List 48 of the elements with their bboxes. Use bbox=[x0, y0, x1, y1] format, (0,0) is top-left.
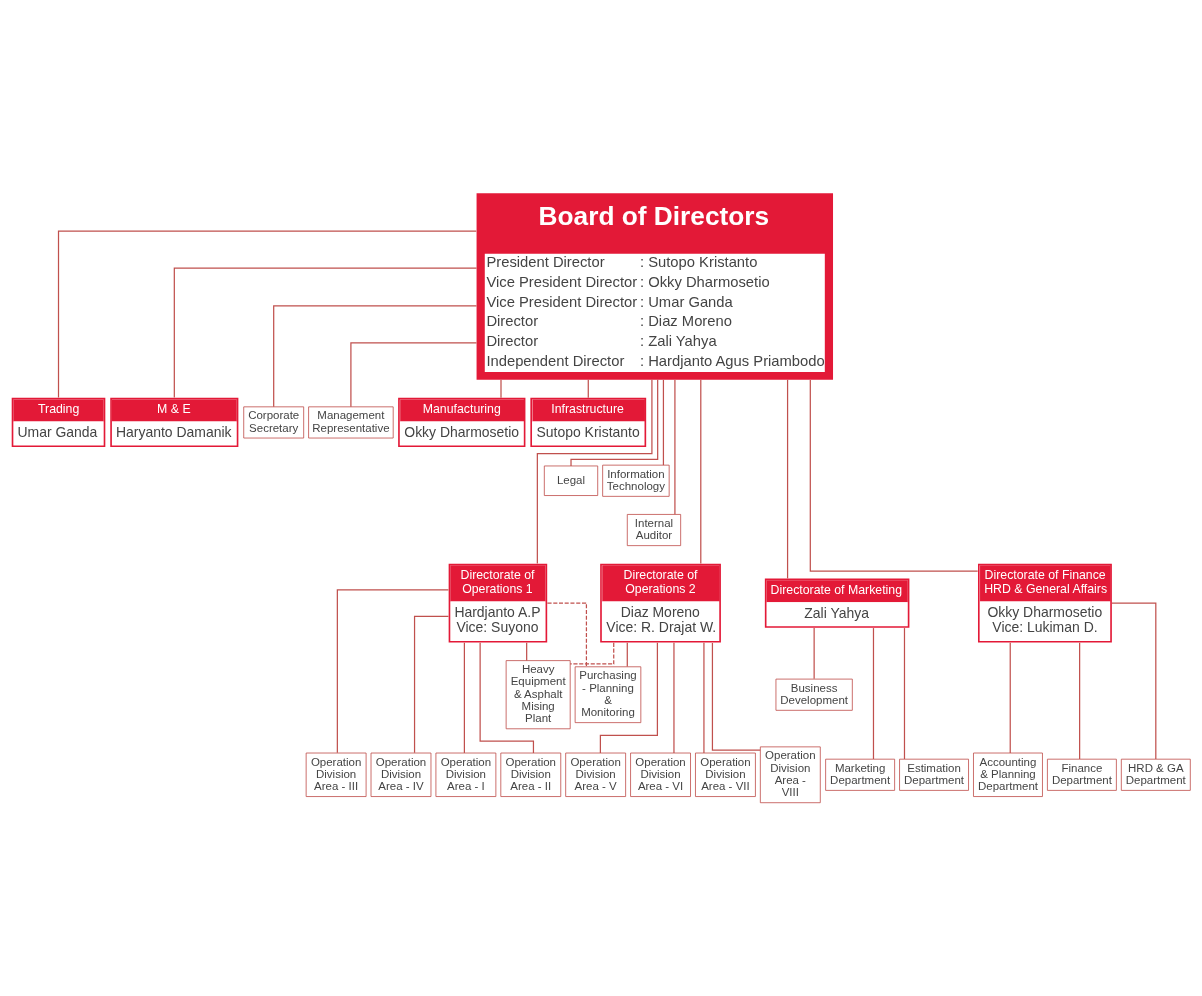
connector bbox=[674, 379, 676, 515]
connector bbox=[57, 230, 477, 399]
node-box: Legal bbox=[543, 465, 599, 496]
connector bbox=[500, 379, 502, 399]
connector bbox=[463, 642, 465, 754]
connector bbox=[273, 305, 478, 408]
node-box: Heavy Equipment & Asphalt Mising Plant bbox=[505, 660, 571, 730]
node-box: Internal Auditor bbox=[626, 514, 682, 547]
connector bbox=[809, 379, 979, 572]
node-box: Operation Division Area - III bbox=[305, 752, 367, 797]
connector bbox=[626, 642, 628, 668]
node-box: Corporate Secretary bbox=[243, 406, 305, 439]
connector bbox=[813, 627, 815, 680]
node-box: Marketing Department bbox=[825, 758, 896, 791]
node-box: Operation Division Area - VI bbox=[630, 752, 691, 797]
connector bbox=[1111, 602, 1157, 760]
connector bbox=[336, 589, 450, 754]
connector bbox=[673, 642, 675, 754]
node-box: Estimation Department bbox=[899, 758, 969, 791]
connector bbox=[350, 342, 478, 408]
node-box: Information Technology bbox=[602, 464, 670, 497]
node-box: Accounting & Planning Department bbox=[973, 752, 1043, 797]
node-box: Finance Department bbox=[1047, 758, 1117, 791]
node-box: Management Representative bbox=[308, 406, 394, 439]
node-box: Operation Division Area - V bbox=[565, 752, 627, 797]
node-box: HRD & GA Department bbox=[1120, 758, 1191, 791]
connector bbox=[700, 379, 702, 565]
node-box: Operation Division Area - VII bbox=[695, 752, 756, 797]
connector bbox=[173, 267, 478, 399]
connector bbox=[903, 627, 906, 760]
connector bbox=[703, 642, 705, 754]
node-box: Operation Division Area - IV bbox=[370, 752, 432, 797]
node-box: Purchasing - Planning & Monitoring bbox=[574, 666, 642, 724]
connector bbox=[413, 615, 450, 754]
node-box: Board of Directors President Director : Sutopo Kristanto Vice President Director : Okky Dharmosetio Vice President Director : Umar Ganda Director : Diaz Moreno Director : Zali Yahya Independent Director : Hardjanto Agus Priambodo bbox=[476, 193, 834, 380]
connector bbox=[1079, 642, 1081, 760]
node-box: Business Development bbox=[775, 678, 853, 711]
node-box: Operation Division Area - II bbox=[500, 752, 562, 797]
connector bbox=[711, 642, 761, 751]
connector bbox=[786, 379, 789, 580]
node-box: Operation Division Area - VIII bbox=[759, 746, 821, 804]
connector bbox=[872, 627, 875, 760]
connector bbox=[662, 379, 665, 466]
connector bbox=[1009, 642, 1011, 754]
node-box: Operation Division Area - I bbox=[435, 752, 497, 797]
connector bbox=[599, 642, 658, 754]
connector bbox=[546, 602, 588, 668]
connector bbox=[569, 642, 615, 665]
